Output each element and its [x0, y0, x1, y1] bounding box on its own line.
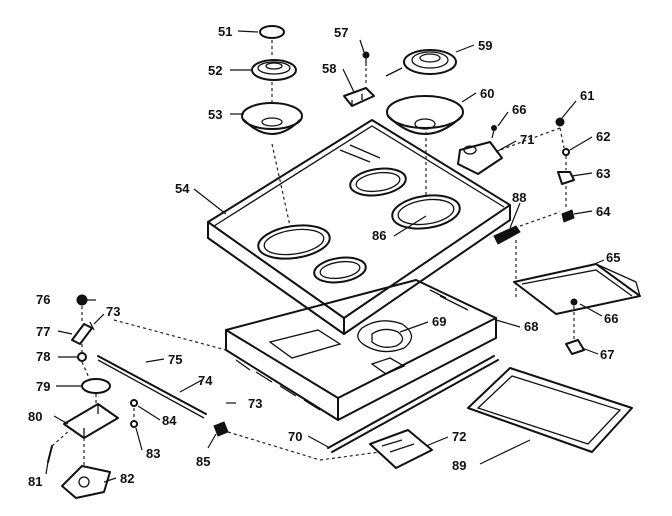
spring-part-84	[130, 399, 138, 407]
valve-part-82	[61, 465, 111, 499]
callout-69: 69	[432, 314, 446, 329]
assembly-lines	[51, 40, 575, 466]
callout-57: 57	[334, 25, 348, 40]
drip-bowl-part-60	[386, 95, 464, 135]
callout-86: 86	[372, 228, 386, 243]
callout-75: 75	[168, 352, 182, 367]
callout-71: 71	[520, 132, 534, 147]
callout-78: 78	[36, 349, 50, 364]
nut-part-61	[555, 117, 565, 127]
callout-73-left: 73	[106, 304, 120, 319]
callout-labels: 51 52 53 54 57 58 59 60 61 62 63 64 65 6…	[28, 24, 620, 489]
panel-part-89	[467, 367, 633, 453]
callout-88: 88	[512, 190, 526, 205]
bracket-part-80	[63, 403, 119, 439]
callout-60: 60	[480, 86, 494, 101]
callout-80: 80	[28, 409, 42, 424]
callout-53: 53	[208, 107, 222, 122]
knob-part-63	[557, 171, 575, 185]
callout-54: 54	[175, 181, 190, 196]
gasket-part-65	[513, 263, 641, 315]
callout-61: 61	[580, 88, 594, 103]
support-part-88	[493, 225, 521, 245]
washer-part-62	[562, 148, 570, 156]
rod-part-74-75	[97, 355, 207, 419]
screw-part-73	[89, 321, 236, 404]
callout-59: 59	[478, 38, 492, 53]
callout-65: 65	[606, 250, 620, 265]
fitting-part-85	[213, 421, 229, 437]
callout-77: 77	[36, 324, 50, 339]
callout-52: 52	[208, 63, 222, 78]
burner-head-part-59	[385, 49, 457, 77]
callout-83: 83	[146, 446, 160, 461]
callout-76: 76	[36, 292, 50, 307]
callout-81: 81	[28, 474, 42, 489]
callout-68: 68	[524, 319, 538, 334]
callout-58: 58	[322, 61, 336, 76]
nut-part-76	[76, 294, 88, 306]
callout-84: 84	[162, 413, 177, 428]
bracket-part-77	[71, 323, 93, 345]
burner-head-part-52	[251, 59, 297, 81]
callout-63: 63	[596, 166, 610, 181]
callout-66-right: 66	[604, 311, 618, 326]
callout-74: 74	[198, 373, 213, 388]
callout-72: 72	[452, 429, 466, 444]
rod-part-70	[327, 355, 499, 453]
leader-lines	[45, 30, 605, 483]
callout-89: 89	[452, 458, 466, 473]
screw-part-64	[561, 209, 575, 223]
callout-51: 51	[218, 24, 232, 39]
washer-part-78	[77, 352, 87, 362]
terminal-block-part-71	[457, 141, 503, 175]
callout-73-mid: 73	[248, 396, 262, 411]
clip-part-67	[565, 339, 585, 355]
callout-79: 79	[36, 379, 50, 394]
callout-82: 82	[120, 471, 134, 486]
bracket-part-58	[343, 87, 375, 107]
callout-62: 62	[596, 129, 610, 144]
ignition-module-part-72	[369, 429, 433, 469]
disc-part-79	[81, 378, 111, 394]
screw-part-66-top	[491, 125, 497, 139]
burner-cap-part-51	[259, 25, 285, 39]
screw-part-57	[362, 51, 370, 66]
nut-part-83	[130, 420, 138, 428]
callout-70: 70	[288, 429, 302, 444]
callout-66-top: 66	[512, 102, 526, 117]
drip-bowl-part-53	[241, 102, 303, 135]
callout-85: 85	[196, 454, 210, 469]
cooktop-part-54	[207, 119, 511, 335]
callout-67: 67	[600, 347, 614, 362]
burner-box-part-68	[225, 279, 497, 421]
callout-64: 64	[596, 204, 611, 219]
screw-part-81	[47, 445, 53, 463]
screw-part-66-right	[570, 298, 578, 306]
